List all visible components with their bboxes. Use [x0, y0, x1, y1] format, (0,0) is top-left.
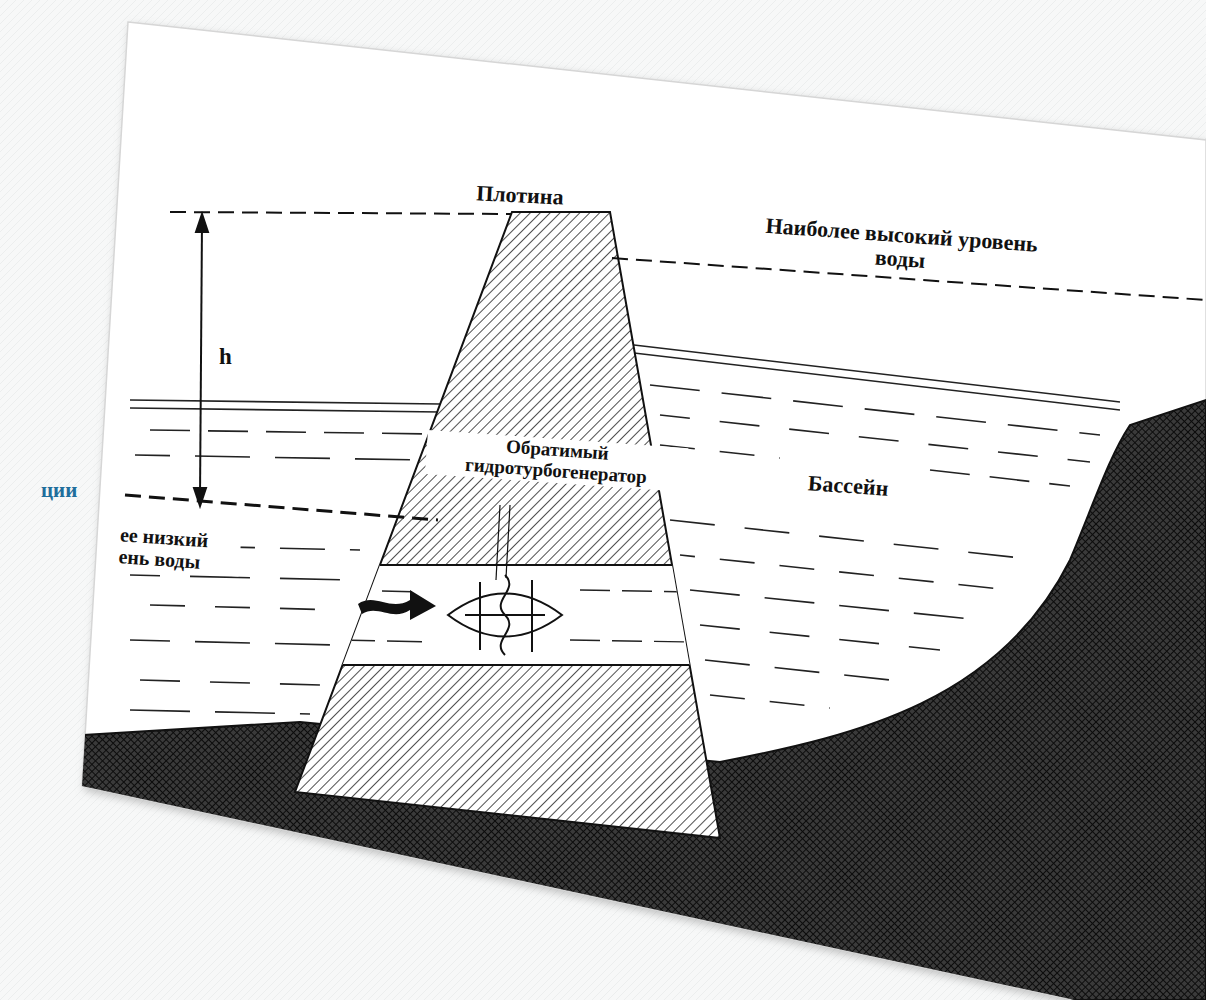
low-water-level — [125, 495, 438, 520]
high-water-level — [170, 212, 512, 214]
dam — [295, 212, 720, 838]
low-level-label: ее низкий ень воды — [115, 522, 242, 577]
turbine-label: Обратимый гидротурбогенератор — [425, 430, 688, 492]
height-symbol: h — [216, 343, 235, 370]
turbine-symbol — [448, 505, 562, 655]
dam-label: Плотина — [473, 180, 568, 211]
water-tunnel — [280, 565, 740, 665]
height-dimension — [194, 214, 208, 506]
high-level-label: Наиболее высокий уровень воды — [751, 212, 1050, 283]
slide-title-fragment: ции — [38, 478, 80, 503]
basin-label: Бассейн — [804, 470, 892, 502]
flow-arrow — [358, 590, 436, 620]
